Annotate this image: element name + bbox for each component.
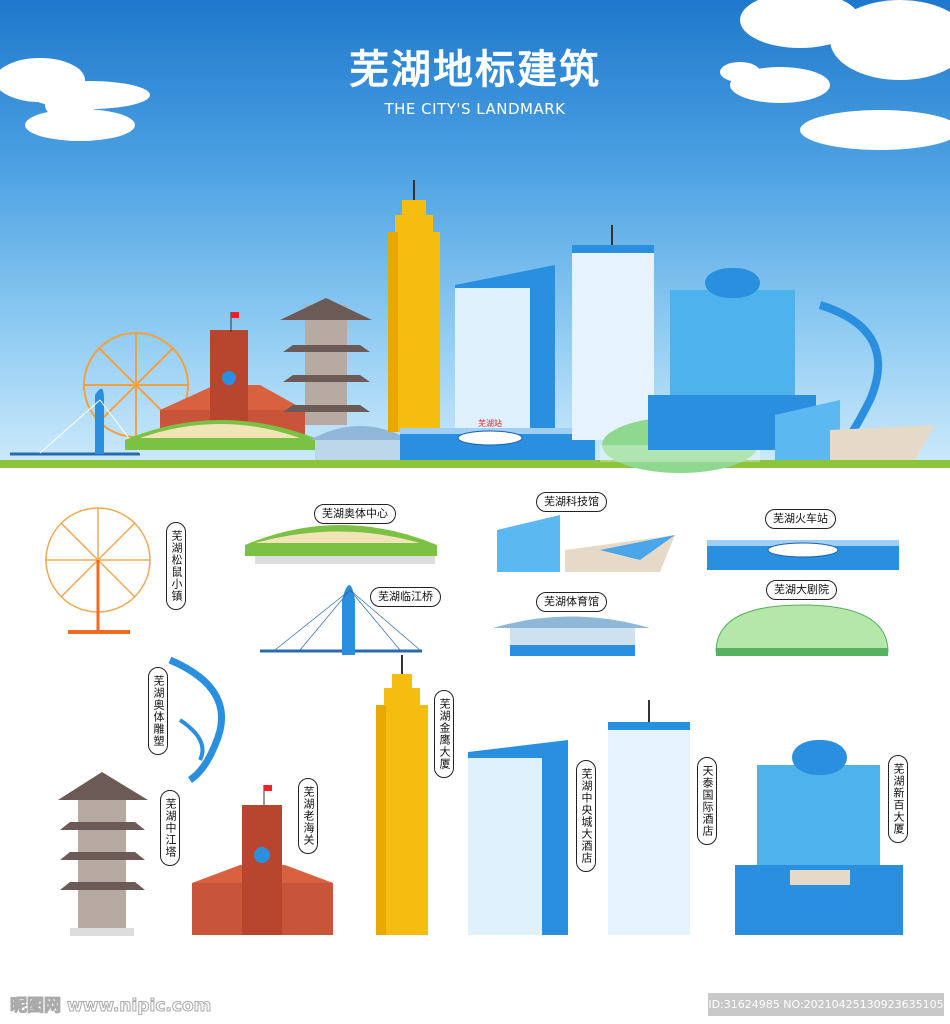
customs-house-icon <box>192 785 333 935</box>
label-science-museum: 芜湖科技馆 <box>536 492 607 512</box>
label-tiantai-hotel: 天泰国际酒店 <box>697 757 717 845</box>
watermark-logo: 昵图网 www.nipic.com <box>9 996 212 1017</box>
ground-strip <box>0 460 950 468</box>
label-squirrel-town: 芜湖松鼠小镇 <box>166 522 186 610</box>
skyline: 芜湖站 <box>10 180 935 473</box>
ferris-wheel-icon <box>45 507 151 634</box>
golden-eagle-tower-skyline <box>388 180 440 432</box>
label-olympic-center: 芜湖奥体中心 <box>314 504 396 524</box>
sculpture-icon <box>168 656 226 783</box>
clouds <box>0 0 950 150</box>
central-city-hotel-icon <box>468 740 568 935</box>
science-museum-icon <box>497 515 675 572</box>
railway-station-icon <box>707 540 899 570</box>
label-sculpture: 芜湖奥体雕塑 <box>148 667 168 755</box>
page-subtitle: THE CITY'S LANDMARK <box>384 100 566 118</box>
label-golden-eagle-tower: 芜湖金鹰大厦 <box>434 690 454 778</box>
tiantai-hotel-icon <box>608 700 690 935</box>
railway-station-skyline: 芜湖站 <box>400 418 595 460</box>
grand-theater-icon <box>715 604 889 656</box>
zhongjiang-pagoda-skyline <box>280 298 372 425</box>
olympic-center-skyline <box>125 420 320 450</box>
label-railway-station: 芜湖火车站 <box>765 509 836 529</box>
label-gymnasium: 芜湖体育馆 <box>536 592 607 612</box>
label-linjiang-bridge: 芜湖临江桥 <box>370 587 441 607</box>
olympic-center-icon <box>245 525 437 564</box>
linjiang-bridge-icon <box>260 585 422 655</box>
page-title: 芜湖地标建筑 <box>349 47 601 93</box>
gymnasium-icon <box>493 616 650 656</box>
bridge-skyline <box>10 388 141 456</box>
label-xinbai-tower: 芜湖新百大厦 <box>888 755 908 843</box>
label-grand-theater: 芜湖大剧院 <box>766 580 837 600</box>
label-customs-house: 芜湖老海关 <box>298 778 318 854</box>
golden-eagle-tower-icon <box>376 655 428 935</box>
zhongjiang-pagoda-icon <box>58 772 148 936</box>
science-museum-skyline <box>775 400 935 460</box>
gymnasium-skyline <box>310 426 410 460</box>
station-sign: 芜湖站 <box>478 418 502 428</box>
central-city-hotel-skyline <box>455 265 555 430</box>
image-id-tag: ID:31624985 NO:20210425130923635105 <box>708 993 944 1016</box>
label-central-city-hotel: 芜湖中央城大酒店 <box>576 760 596 872</box>
tiantai-hotel-skyline <box>572 225 654 440</box>
label-zhongjiang-pagoda: 芜湖中江塔 <box>160 790 180 866</box>
xinbai-tower-icon <box>735 740 903 935</box>
